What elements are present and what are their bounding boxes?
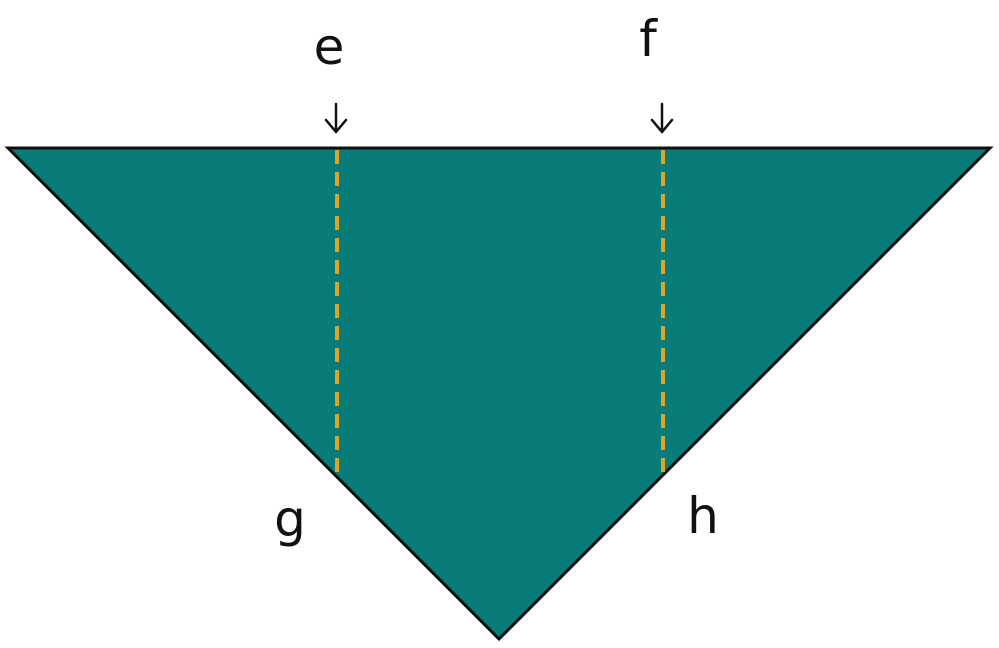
arrow-e-icon xyxy=(324,102,348,134)
label-g: g xyxy=(274,490,306,548)
label-f: f xyxy=(639,10,658,68)
label-h: h xyxy=(687,487,719,545)
arrow-f-icon xyxy=(650,102,674,134)
label-e: e xyxy=(314,18,345,76)
triangle-shape xyxy=(4,146,994,642)
